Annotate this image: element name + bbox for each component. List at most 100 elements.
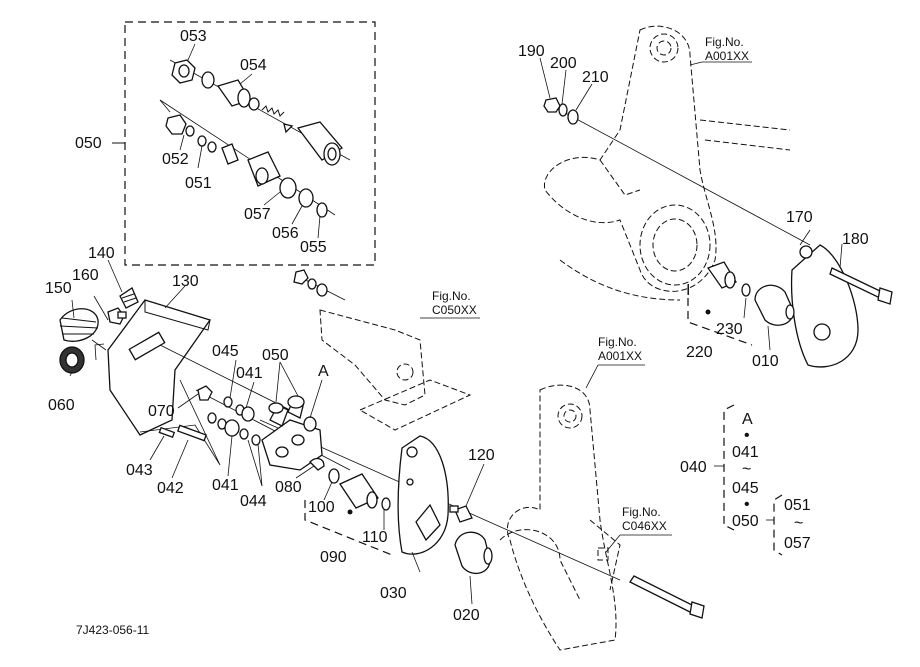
- legend-sub-start-051: 051: [784, 497, 811, 514]
- label-070: 070: [148, 403, 175, 420]
- damper-020: [454, 531, 493, 574]
- o-ring-052: [185, 125, 195, 137]
- pin-043: [158, 426, 176, 439]
- arm-frame-middle: [499, 384, 621, 651]
- label-120: 120: [468, 447, 495, 464]
- marker-a-legend: A: [742, 411, 753, 428]
- bracket-c050: [319, 309, 472, 431]
- label-230: 230: [716, 321, 743, 338]
- label-043: 043: [126, 462, 153, 479]
- bolt-120: [449, 505, 473, 523]
- label-220: 220: [686, 344, 713, 361]
- label-056: 056: [272, 225, 299, 242]
- label-010: 010: [752, 353, 779, 370]
- label-041-top: 041: [236, 365, 263, 382]
- fitting-054: [216, 79, 251, 108]
- label-090: 090: [320, 549, 347, 566]
- o-ring-054: [248, 97, 260, 111]
- spring-054: [261, 105, 294, 134]
- marker-roman-one: I: [686, 282, 690, 299]
- label-053: 053: [180, 28, 207, 45]
- washer-210: [567, 109, 579, 125]
- legend-start-041: 041: [732, 444, 759, 461]
- legend-bullet-2: •: [744, 496, 750, 513]
- label-054: 054: [240, 57, 267, 74]
- legend-bullet-1: •: [744, 427, 750, 444]
- figref-a001-mid-label: Fig.No.: [598, 335, 637, 349]
- label-080: 080: [275, 479, 302, 496]
- washer-041b: [224, 419, 240, 437]
- label-055: 055: [300, 239, 327, 256]
- arm-frame-top: [544, 25, 791, 301]
- label-200: 200: [550, 55, 577, 72]
- o-ring-110: [381, 497, 391, 511]
- figref-a001-mid-code: A001XX: [598, 349, 642, 363]
- plate-170: [790, 244, 859, 368]
- grip-140: [119, 287, 139, 309]
- o-ring-230: [741, 283, 751, 297]
- label-170: 170: [786, 209, 813, 226]
- knob-060: [59, 346, 85, 374]
- label-020: 020: [453, 607, 480, 624]
- label-057: 057: [244, 206, 271, 223]
- label-060: 060: [48, 397, 75, 414]
- label-140: 140: [88, 245, 115, 262]
- washer-200: [558, 103, 568, 117]
- figref-c050-label: Fig.No.: [432, 289, 471, 303]
- legend-sub-end-057: 057: [784, 535, 811, 552]
- fittings-050: [268, 395, 305, 427]
- label-160: 160: [72, 267, 99, 284]
- o-ring-051a: [197, 135, 207, 147]
- o-ring-044c: [239, 428, 249, 440]
- washer-053: [201, 71, 215, 89]
- valve-body-057: [221, 143, 281, 187]
- label-044: 044: [240, 493, 267, 510]
- legend-assembly-040: 040: [680, 459, 707, 476]
- knob-150: [59, 308, 99, 342]
- label-030: 030: [380, 585, 407, 602]
- label-051: 051: [185, 175, 212, 192]
- legend-bracket: [714, 404, 783, 556]
- legend-end-045: 045: [732, 480, 759, 497]
- label-100: 100: [308, 499, 335, 516]
- o-ring-044a: [207, 412, 217, 424]
- label-190: 190: [518, 43, 545, 60]
- legend-tilde-1: ~: [742, 461, 751, 478]
- bolt-long: [629, 575, 705, 619]
- pin-042: [176, 424, 208, 442]
- figref-a001-top-label: Fig.No.: [705, 35, 744, 49]
- label-042: 042: [157, 480, 184, 497]
- clip-080: [309, 457, 325, 471]
- label-110: 110: [362, 529, 388, 546]
- washer-041: [241, 406, 255, 422]
- marker-a-main: A: [318, 363, 329, 380]
- coupler-090: [339, 473, 379, 509]
- label-150: 150: [45, 280, 72, 297]
- cover-130: [107, 299, 212, 436]
- legend-tilde-2: ~: [794, 515, 803, 532]
- nut-053: [171, 59, 196, 84]
- screw-160: [107, 307, 127, 325]
- diagram-code: 7J423-056-11: [76, 623, 149, 637]
- label-045: 045: [212, 343, 239, 360]
- label-052: 052: [162, 151, 189, 168]
- coupler-054: [296, 121, 343, 166]
- figref-a001-top-code: A001XX: [705, 49, 749, 63]
- nut-052: [165, 114, 187, 135]
- o-ring-051b: [207, 141, 217, 153]
- label-210: 210: [582, 69, 609, 86]
- bolt-180: [829, 267, 893, 305]
- nut-190: [543, 97, 561, 113]
- legend-sub-050: 050: [732, 513, 759, 530]
- figref-c046-label: Fig.No.: [622, 505, 661, 519]
- o-ring-100: [328, 468, 340, 484]
- label-050-detail: 050: [75, 135, 102, 152]
- nut-070: [197, 385, 213, 401]
- figref-c050-code: C050XX: [432, 303, 477, 317]
- damper-010: [754, 284, 795, 326]
- o-ring-045: [223, 396, 233, 408]
- figref-c046-code: C046XX: [622, 519, 667, 533]
- cylinder-220: [706, 261, 737, 289]
- ring-055: [316, 202, 328, 218]
